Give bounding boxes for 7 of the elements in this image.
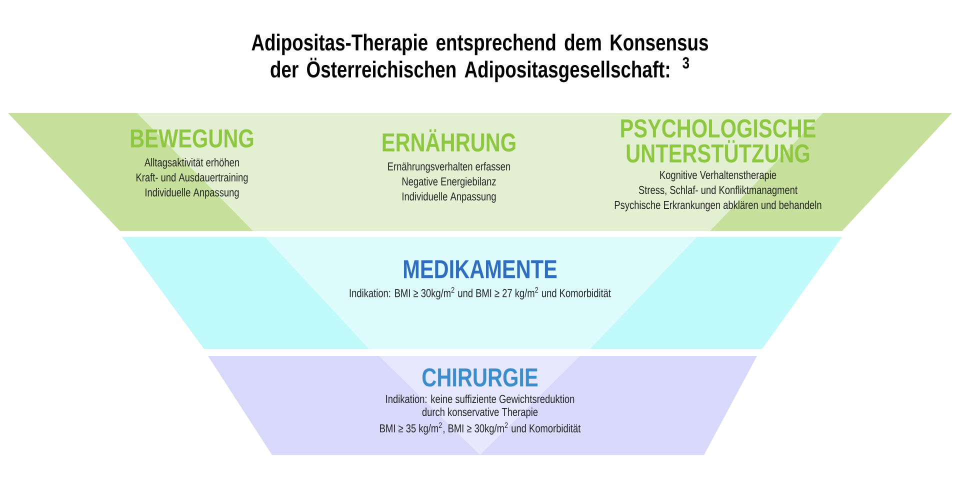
band [8, 113, 952, 231]
column-text: ERNÄHRUNG Ernährungsverhalten erfassen Negative Energiebilanz Individuelle Anpassung [382, 129, 516, 203]
title: Adipositas-Therapie entsprechend dem Konsensus der Österreichischen Adipositasgesellschaft: $^{3}$ [252, 34, 708, 82]
column-text: PSYCHOLOGISCHE UNTERSTÜTZUNG Kognitive Verhaltenstherapie Stress, Schlaf- und Konfliktmanagment Psychische Erkrankungen abklären und behandeln [614, 119, 822, 212]
band: CHIRURGIE Indikation: keine suffiziente Gewichtsreduktion durch konservative Therapie BMI ≥ 35 kg/m$^{2}$, BMI ≥ 30kg/m$^{2}$ und Komorbidität [208, 356, 757, 455]
column-text: BEWEGUNG Alltagsaktivität erhöhen Kraft- und Ausdauertraining Individuelle Anpassung [131, 129, 254, 199]
band: MEDIKAMENTE Indikation: BMI ≥ 30kg/m$^{2}$ und BMI ≥ 27 kg/m$^{2}$ und Komorbidität [122, 237, 842, 349]
